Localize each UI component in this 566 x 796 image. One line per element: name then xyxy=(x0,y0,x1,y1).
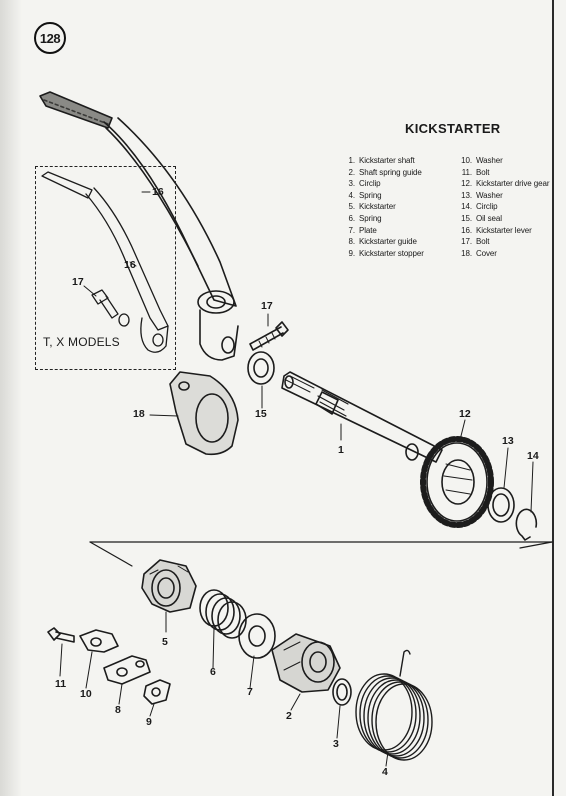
drive-gear xyxy=(420,436,494,528)
parts-list-item: 15.Oil seal xyxy=(461,213,502,223)
page-edge-rule xyxy=(552,0,554,796)
callout-18-cover: 18 xyxy=(133,408,145,420)
parts-list-item: 3.Circlip xyxy=(348,179,381,189)
cover xyxy=(169,371,239,456)
callout-7-plate: 7 xyxy=(247,686,253,698)
callout-1-shaft: 1 xyxy=(338,444,344,456)
parts-list-item: 2.Shaft spring guide xyxy=(348,167,422,177)
callout-8-guide: 8 xyxy=(115,704,121,716)
kickstarter-shaft xyxy=(281,371,443,463)
parts-list-item: 7.Plate xyxy=(348,225,377,235)
parts-list-item: 8.Kickstarter guide xyxy=(348,237,417,247)
kickstarter-guide xyxy=(103,655,151,685)
parts-list-item: 5.Kickstarter xyxy=(348,202,396,212)
callout-11-bolt: 11 xyxy=(55,678,67,690)
page-number-badge: 128 xyxy=(34,22,66,54)
parts-list-item: 12.Kickstarter drive gear xyxy=(461,179,550,189)
spring-6 xyxy=(199,589,247,639)
bolt-11 xyxy=(47,627,75,643)
callout-16-lever: 16 xyxy=(152,186,164,198)
txmodel-bolt xyxy=(91,289,130,327)
parts-list-item: 4.Spring xyxy=(348,190,382,200)
leader-lines xyxy=(59,191,534,767)
kickstarter-stopper xyxy=(143,679,171,705)
shaft-spring-guide xyxy=(271,633,341,693)
parts-list-item: 17.Bolt xyxy=(461,237,490,247)
parts-list-item: 11.Bolt xyxy=(461,167,490,177)
parts-list-item: 16.Kickstarter lever xyxy=(461,225,532,235)
callout-17-txbolt: 17 xyxy=(72,276,84,288)
parts-list-item: 6.Spring xyxy=(348,213,382,223)
lever-clamp-bolt xyxy=(249,321,289,351)
oil-seal xyxy=(247,351,275,385)
txmodel-lever xyxy=(41,171,169,353)
parts-list-item: 14.Circlip xyxy=(461,202,498,212)
callout-12-gear: 12 xyxy=(459,408,471,420)
spring-4 xyxy=(355,649,433,761)
tx-models-label: T, X MODELS xyxy=(43,335,120,349)
circlip-3 xyxy=(332,678,352,706)
kickstarter-ratchet xyxy=(141,559,197,613)
parts-list-item: 13.Washer xyxy=(461,190,503,200)
callout-5-kickstarter: 5 xyxy=(162,636,168,648)
parts-list-right: 10.Washer 11.Bolt 12.Kickstarter drive g… xyxy=(458,155,549,259)
callout-6-spring: 6 xyxy=(210,666,216,678)
circlip-14 xyxy=(515,508,538,541)
plate-7 xyxy=(238,613,276,659)
washer-13 xyxy=(487,487,515,523)
parts-list-item: 9.Kickstarter stopper xyxy=(348,248,424,258)
diagram-title: KICKSTARTER xyxy=(405,121,501,136)
callout-13-washer: 13 xyxy=(502,435,514,447)
callout-2-guide: 2 xyxy=(286,710,292,722)
callout-10-washer: 10 xyxy=(80,688,92,700)
parts-list-left: 1.Kickstarter shaft 2.Shaft spring guide… xyxy=(341,155,424,259)
callout-3-circlip: 3 xyxy=(333,738,339,750)
page-binding-shadow xyxy=(0,0,22,796)
callout-4-spring: 4 xyxy=(382,766,388,778)
callout-15-oil-seal: 15 xyxy=(255,408,267,420)
washer-10 xyxy=(79,629,119,653)
parts-list-item: 18.Cover xyxy=(461,248,497,258)
callout-17-bolt: 17 xyxy=(261,300,273,312)
callout-16-txlever: 16 xyxy=(124,259,136,271)
parts-list-item: 10.Washer xyxy=(461,156,503,165)
callout-9-stopper: 9 xyxy=(146,716,152,728)
kickstarter-lever xyxy=(39,91,239,361)
tx-models-inset xyxy=(35,166,176,370)
parts-list-item: 1.Kickstarter shaft xyxy=(348,156,415,165)
callout-14-circlip: 14 xyxy=(527,450,539,462)
